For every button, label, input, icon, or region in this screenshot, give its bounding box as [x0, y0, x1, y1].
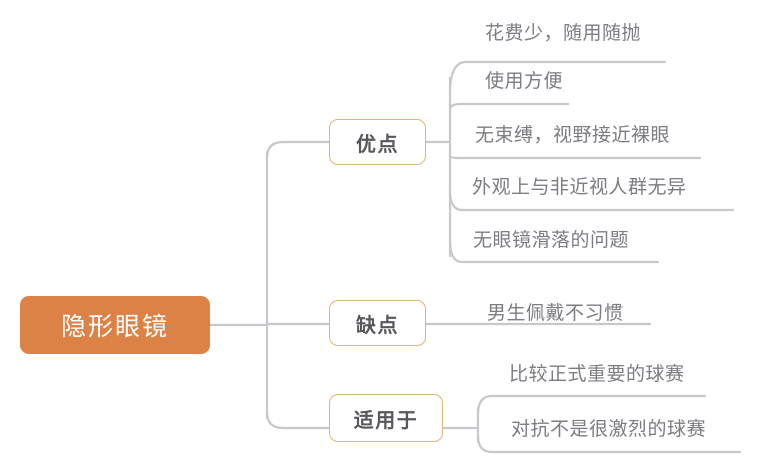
connector-leaf-2-0 [476, 394, 707, 416]
leaf-node[interactable]: 对抗不是很激烈的球赛 [511, 419, 707, 440]
leaf-node[interactable]: 男生佩戴不习惯 [487, 303, 624, 324]
leaf-node[interactable]: 无束缚，视野接近裸眼 [475, 125, 671, 146]
connector-trunk-to-branch-2 [265, 410, 331, 430]
connector-leaf-0-2 [448, 154, 702, 160]
branch-node-label: 优点 [356, 133, 399, 156]
branch-node-suitable-for[interactable]: 适用于 [329, 394, 443, 442]
leaf-node[interactable]: 比较正式重要的球赛 [509, 364, 685, 385]
branch-node-disadvantages[interactable]: 缺点 [329, 300, 426, 346]
branch-node-label: 适用于 [353, 409, 419, 432]
connector-leaf-0-1 [448, 102, 570, 112]
leaf-node[interactable]: 外观上与非近视人群无异 [472, 177, 687, 198]
branch-node-label: 缺点 [356, 314, 399, 337]
branch-node-advantages[interactable]: 优点 [329, 119, 426, 165]
root-node-label: 隐形眼镜 [60, 313, 169, 341]
connector-trunk-to-branch-0 [265, 140, 331, 160]
leaf-node[interactable]: 使用方便 [485, 71, 564, 92]
leaf-node[interactable]: 无眼镜滑落的问题 [473, 230, 630, 251]
root-node[interactable]: 隐形眼镜 [20, 296, 210, 354]
leaf-node[interactable]: 花费少，随用随抛 [485, 23, 642, 44]
